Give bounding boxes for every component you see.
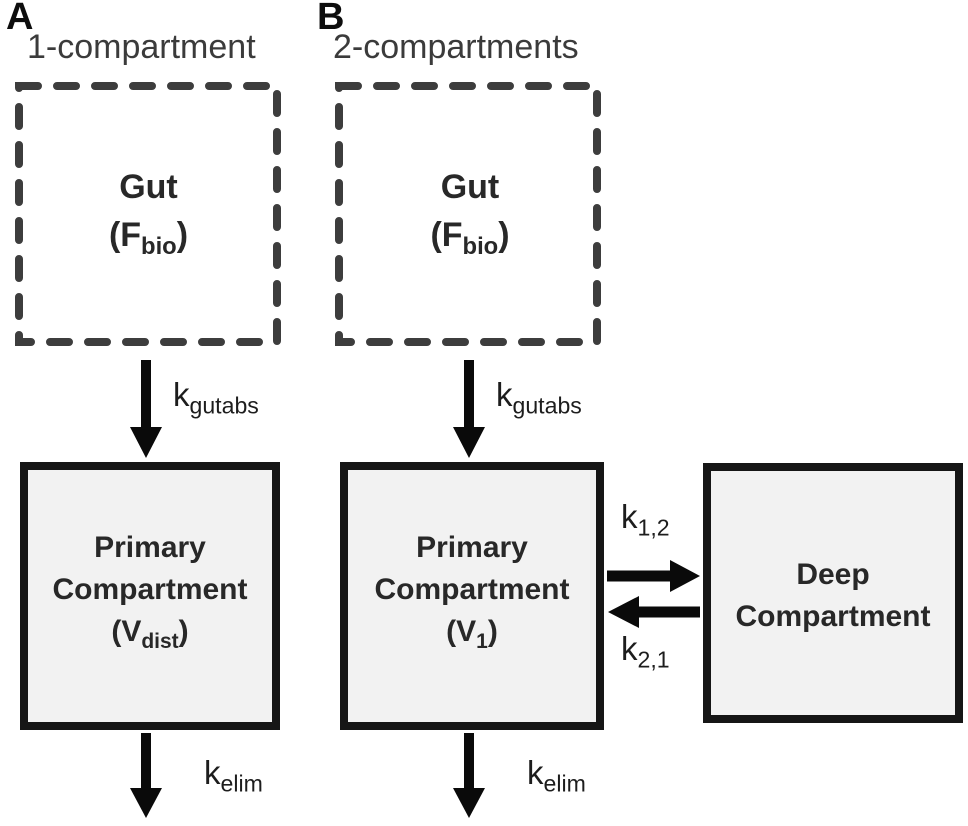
rate-label-kgutabs-a: kgutabs: [173, 376, 259, 419]
gut-b-fbio: (Fbio): [430, 216, 510, 260]
primary-compartment-box-a: [20, 462, 280, 730]
primary-b-volume: (V1): [446, 615, 498, 653]
primary-compartment-box-b: [340, 462, 604, 730]
arrow-kgutabs-a: [130, 360, 162, 458]
panel-a-title: 1-compartment: [27, 28, 256, 66]
gut-b-name: Gut: [440, 168, 500, 206]
panel-b-tag: B: [317, 0, 345, 38]
deep-compartment-box: [703, 463, 963, 723]
rate-label-kelim-a: kelim: [204, 754, 263, 797]
rate-label-k21: k2,1: [621, 630, 670, 673]
rate-label-kgutabs-b: kgutabs: [496, 376, 582, 419]
arrow-kelim-b: [453, 733, 485, 818]
deep-compartment-label: Deep Compartment: [735, 558, 931, 633]
primary-compartment-b-label: Primary Compartment (V1): [340, 527, 604, 653]
gut-box-a-label: Gut (Fbio): [15, 163, 282, 259]
rate-label-k12: k1,2: [621, 498, 670, 541]
arrow-k12: [607, 560, 700, 592]
gut-box-b-outline: [335, 82, 601, 346]
gut-box-a-outline: [15, 82, 281, 346]
primary-a-volume: (Vdist): [111, 615, 189, 653]
gut-box-b-label: Gut (Fbio): [335, 163, 605, 259]
rate-label-kelim-b: kelim: [527, 754, 586, 797]
gut-a-name: Gut: [119, 168, 178, 206]
panel-a-tag: A: [6, 0, 34, 38]
arrow-kgutabs-b: [453, 360, 485, 458]
arrow-k21: [608, 596, 700, 628]
primary-compartment-a-label: Primary Compartment (Vdist): [20, 527, 280, 653]
panel-b-title: 2-compartments: [333, 28, 579, 66]
arrow-kelim-a: [130, 733, 162, 818]
gut-a-fbio: (Fbio): [108, 216, 189, 260]
